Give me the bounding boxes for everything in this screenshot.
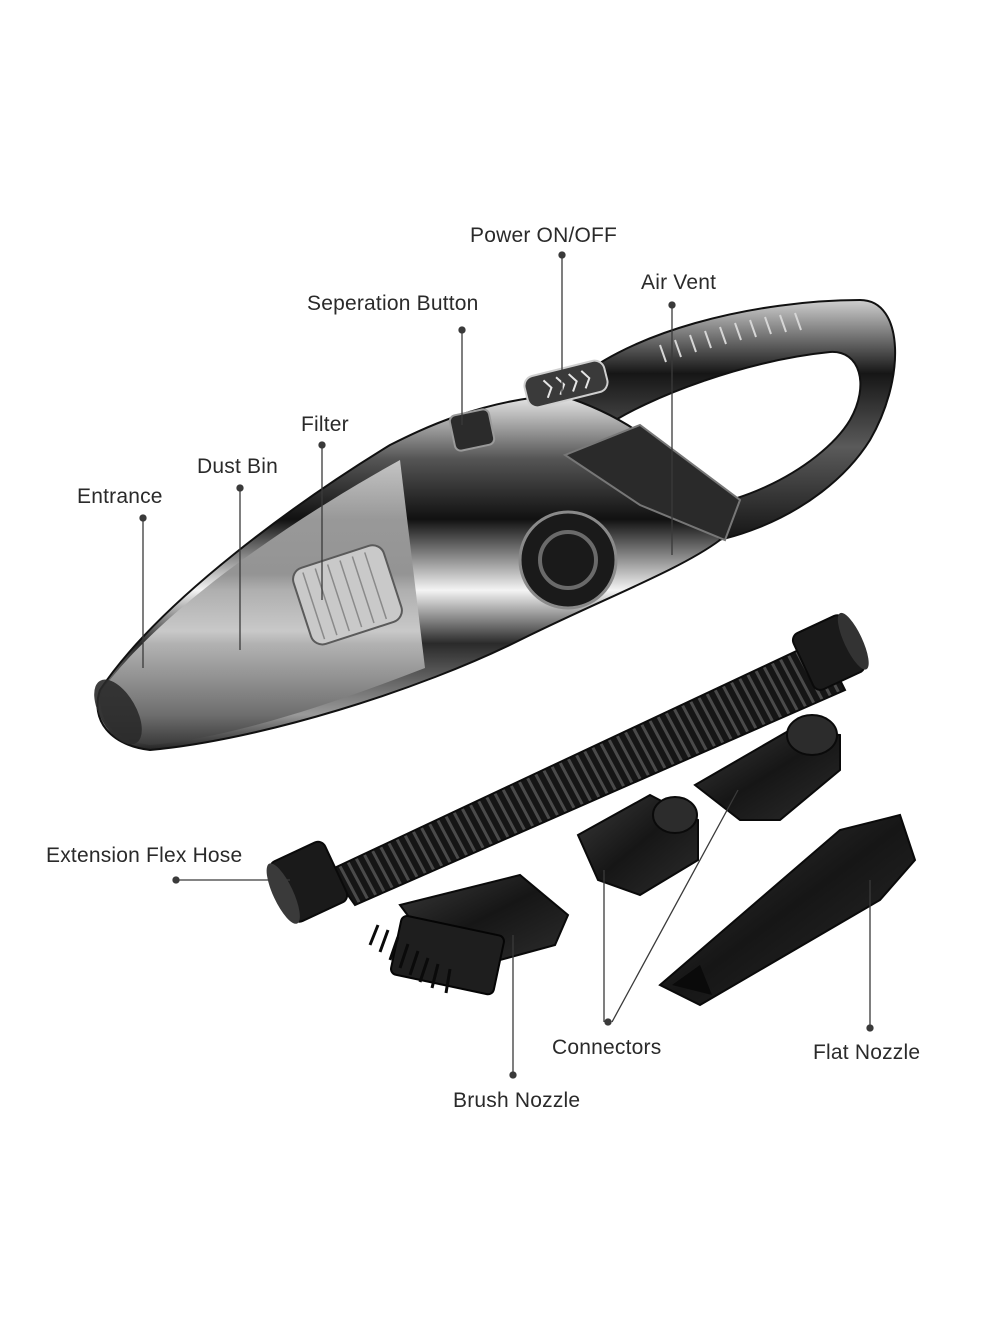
label-separation-button: Seperation Button (307, 292, 479, 315)
air-vent-ribs (659, 312, 802, 363)
label-air-vent: Air Vent (641, 271, 717, 294)
separation-button (448, 408, 496, 452)
label-flat-nozzle: Flat Nozzle (813, 1041, 921, 1064)
entrance-opening (94, 679, 142, 745)
label-power-on-off: Power ON/OFF (470, 224, 618, 247)
handheld-vacuum-illustration (94, 298, 896, 752)
label-connectors: Connectors (552, 1036, 662, 1059)
label-extension-flex-hose: Extension Flex Hose (46, 844, 243, 867)
motor-vent (518, 510, 618, 610)
callout-lines (139, 251, 874, 1079)
label-dust-bin: Dust Bin (197, 455, 278, 478)
label-filter: Filter (301, 413, 349, 436)
label-entrance: Entrance (77, 485, 163, 508)
handle-grip (562, 423, 742, 542)
flat-nozzle-illustration (658, 813, 917, 1007)
flex-hose-illustration (266, 612, 869, 924)
dust-bin-section (100, 460, 425, 745)
brush-nozzle-illustration (368, 873, 570, 996)
label-brush-nozzle: Brush Nozzle (453, 1089, 581, 1112)
connector-illustration (576, 714, 841, 897)
filter-element (292, 544, 403, 646)
